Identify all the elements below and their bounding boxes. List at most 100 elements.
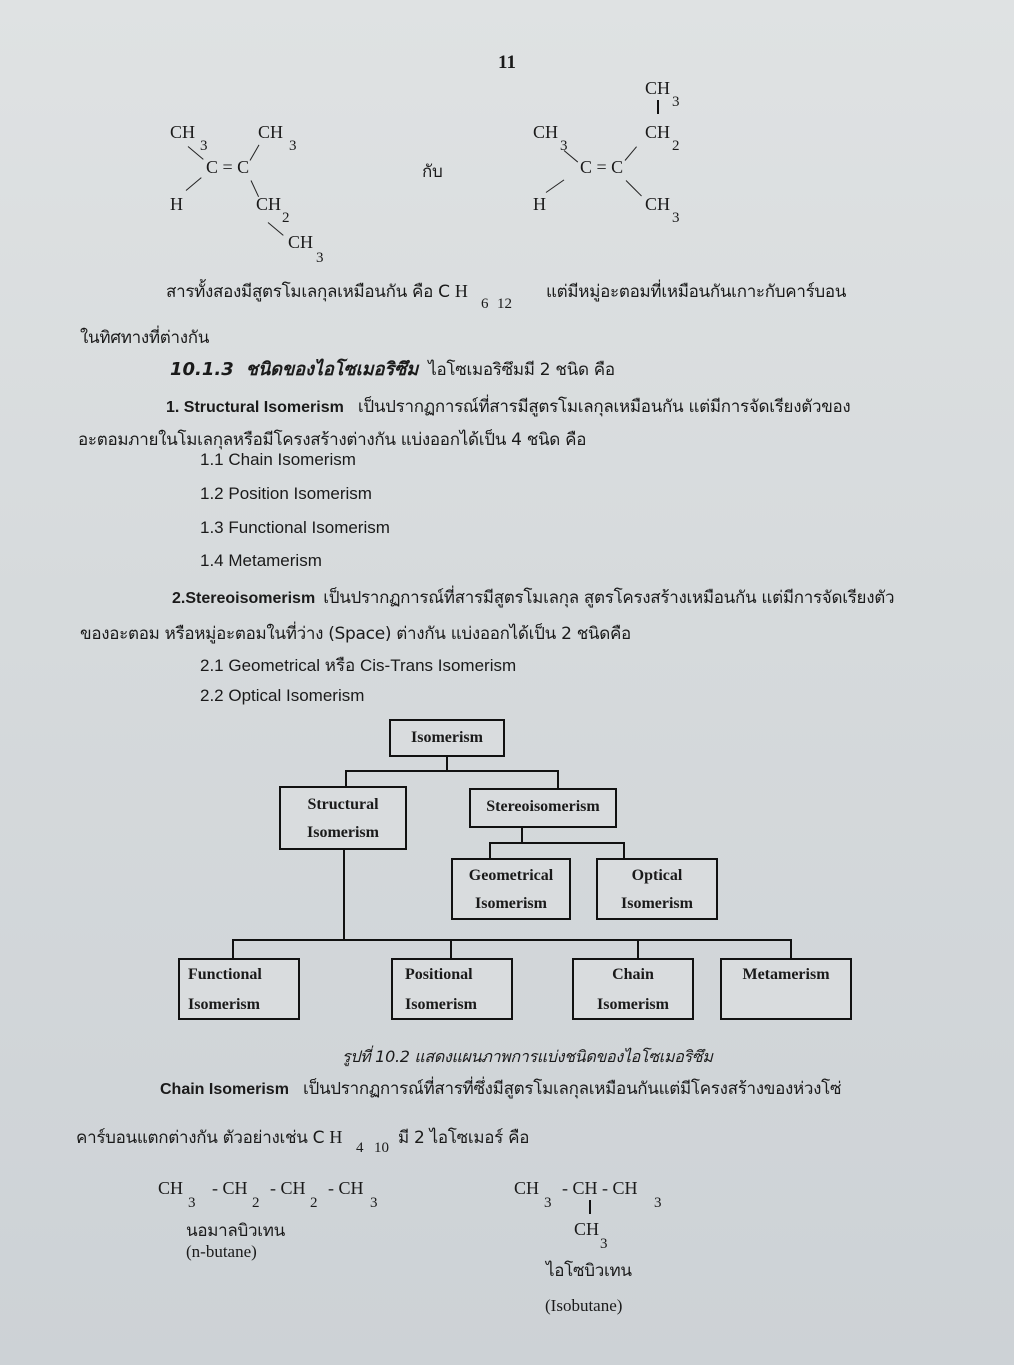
bond [657,100,659,114]
thai-name: ไอโซบิวเทน [546,1261,632,1281]
text: ในทิศทางที่ต่างกัน [80,328,210,348]
subscript-h: 10 [374,1140,389,1156]
atom: - CH [328,1178,364,1198]
node-chain: Chain Isomerism [572,958,694,1020]
connector [446,755,448,771]
connector [345,770,347,788]
connector [232,939,792,941]
list-item: 1.2 Position Isomerism [200,484,372,503]
node-label: Isomerism [188,996,260,1013]
node-functional: Functional Isomerism [178,958,300,1020]
subscript-h: 12 [497,296,512,312]
chain-line1: Chain Isomerism เป็นปรากฏการณ์ที่สารที่ซ… [160,1075,842,1102]
atom: CH [288,232,314,252]
atom: H [533,194,546,214]
node-label: Optical [631,867,683,884]
node-positional: Positional Isomerism [391,958,513,1020]
atom: CH [645,194,671,214]
text: เป็นปรากฏการณ์ที่สารมีสูตรโมเลกุลเหมือนก… [357,397,851,417]
text: เป็นปรากฏการณ์ที่สารมีสูตรโมเลกุล สูตรโค… [323,588,895,608]
atom: - CH [270,1178,306,1198]
subscript: 3 [672,210,680,226]
list-item: 2.1 Geometrical หรือ Cis-Trans Isomerism [200,656,517,675]
atom: CH [256,194,282,214]
node-optical: Optical Isomerism [596,858,718,920]
list-item: 1.4 Metamerism [200,551,322,570]
text: ของอะตอม หรือหมู่อะตอมในที่ว่าง (Space) … [80,624,631,644]
connector [343,850,345,940]
subscript: 2 [310,1195,318,1211]
english-name: (n-butane) [186,1242,257,1261]
page-number: 11 [498,52,516,73]
node-metamerism: Metamerism [720,958,852,1020]
text: มี 2 ไอโซเมอร์ คือ [398,1128,530,1148]
node-structural: Structural Isomerism [279,786,407,850]
text: อะตอมภายในโมเลกุลหรือมีโครงสร้างต่างกัน … [78,430,587,450]
atom: CH [645,122,671,142]
section-number: 10.1.3 [170,359,234,380]
figure-caption: รูปที่ 10.2 แสดงแผนภาพการแบ่งชนิดของไอโซ… [342,1047,713,1066]
connector [790,939,792,959]
atom: CH [258,122,284,142]
atom: CH [645,78,671,98]
subscript-c: 6 [481,296,489,312]
h-atom: H [454,281,468,301]
section-title: ชนิดของไอโซเมอริซึม [245,359,419,380]
thai-name: นอมาลบิวเทน [186,1221,285,1241]
node-label: Isomerism [621,895,693,912]
atom: CH [574,1219,600,1239]
subscript: 3 [188,1195,196,1211]
connector [489,842,625,844]
h-atom: H [329,1127,343,1147]
node-label: Structural [307,796,379,813]
subscript: 2 [672,138,680,154]
subscript: 3 [289,138,297,154]
bond [185,177,202,191]
connector [637,939,639,959]
connector [557,770,559,788]
connector [489,842,491,858]
list-item: 2.2 Optical Isomerism [200,686,365,705]
text: สารทั้งสองมีสูตรโมเลกุลเหมือนกัน คือ C [166,282,450,302]
list-item: 1.3 Functional Isomerism [200,518,390,537]
structural-line1: 1. Structural Isomerism เป็นปรากฏการณ์ที… [166,393,851,420]
bond [545,179,565,193]
subscript: 3 [560,138,568,154]
subscript: 3 [200,138,208,154]
node-label: Stereoisomerism [486,798,600,815]
subscript: 3 [316,250,324,266]
connector [450,939,452,959]
node-label: Chain [612,966,654,983]
node-label: Positional [405,966,473,983]
node-label: Geometrical [468,867,554,884]
node-label: Isomerism [475,895,547,912]
atom: - CH [212,1178,248,1198]
subscript: 2 [252,1195,260,1211]
atom: CH [514,1178,540,1198]
connector [232,939,234,959]
connector [345,770,559,772]
atom: CH [533,122,559,142]
section-intro: ไอโซเมอริซึมมี 2 ชนิด คือ [428,360,615,380]
atom: CH [158,1178,184,1198]
list-item: 1.1 Chain Isomerism [200,450,356,469]
subscript: 3 [600,1236,608,1252]
subscript: 3 [654,1195,662,1211]
stereo-line1: 2.Stereoisomerism เป็นปรากฏการณ์ที่สารมี… [172,584,894,611]
bond [624,146,637,161]
subscript-c: 4 [356,1140,364,1156]
atom: CH [170,122,196,142]
section-heading: 10.1.3 ชนิดของไอโซเมอริซึม ไอโซเมอริซึมม… [170,354,615,383]
connector [623,842,625,858]
node-geometrical: Geometrical Isomerism [451,858,571,920]
connector-text: กับ [422,162,443,182]
bond [625,180,642,197]
node-label: Metamerism [742,966,830,983]
atom: C = C [206,157,250,177]
node-label: Isomerism [597,996,669,1013]
node-label: Isomerism [307,824,379,841]
subscript: 3 [370,1195,378,1211]
atom: C = C [580,157,624,177]
node-label: Isomerism [411,729,483,746]
bond [589,1200,591,1214]
